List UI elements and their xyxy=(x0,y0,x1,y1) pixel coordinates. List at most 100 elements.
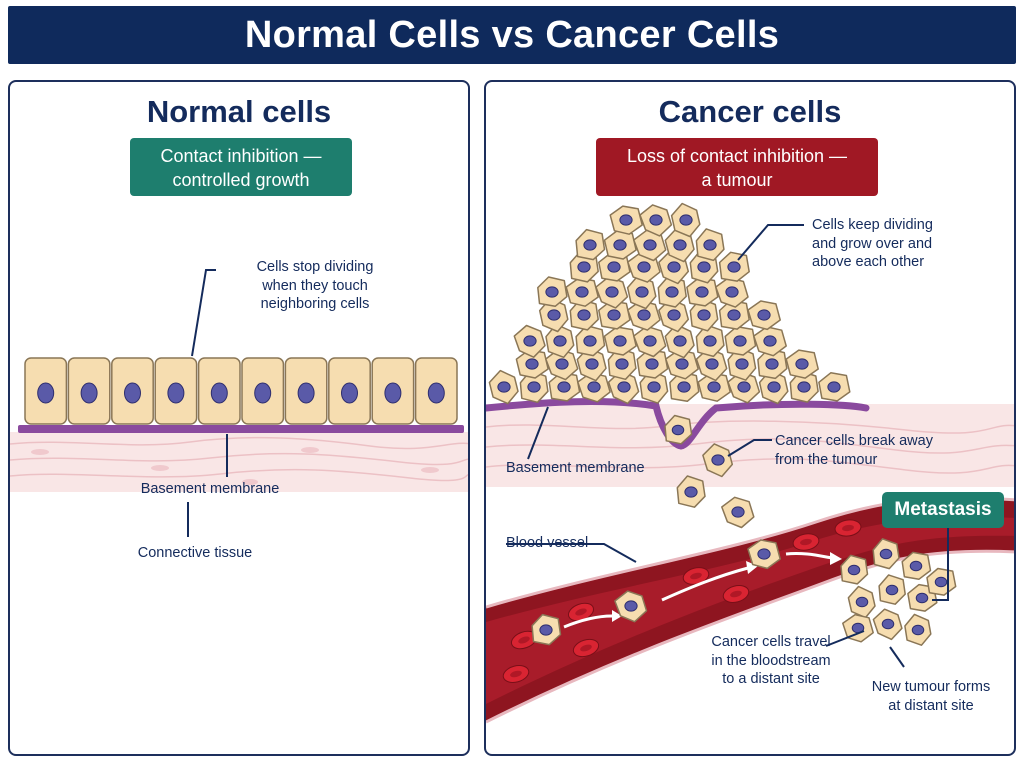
title-bar: Normal Cells vs Cancer Cells xyxy=(8,6,1016,64)
travelling-cancer-cell xyxy=(614,590,648,623)
tumour-cell xyxy=(818,372,851,402)
red-blood-cell xyxy=(834,519,862,537)
tumour-cell xyxy=(569,298,599,331)
normal-cell xyxy=(328,357,371,425)
tumour-cell xyxy=(633,325,667,358)
tumour-cell xyxy=(669,371,700,403)
tumour-cell xyxy=(664,414,693,445)
loss-of-contact-inhibition-badge: Loss of contact inhibition — a tumour xyxy=(596,138,878,196)
tumour-cell xyxy=(639,204,673,237)
normal-cell xyxy=(111,357,154,425)
label-blood-vessel: Blood vessel xyxy=(506,535,589,551)
tumour-cell xyxy=(603,230,637,260)
basement-membrane xyxy=(18,425,464,433)
tumour-cell xyxy=(757,348,788,380)
tumour-cell xyxy=(537,276,568,308)
label-new-tumour: New tumour forms at distant site xyxy=(856,678,1006,715)
badge-line: Contact inhibition — xyxy=(160,146,322,166)
tumour-cell xyxy=(686,277,719,307)
tumour-cell xyxy=(747,300,781,331)
tumour-cell xyxy=(627,299,661,331)
leader-lines xyxy=(506,224,949,668)
tumour-cell xyxy=(664,227,695,263)
label-line: Cells stop dividing xyxy=(256,259,374,275)
normal-cell xyxy=(241,357,285,425)
tumour-cell xyxy=(577,372,611,403)
tumour-cell xyxy=(715,276,749,308)
label-line: when they touch xyxy=(262,277,368,294)
cancer-cells-panel: Cancer cells Loss of contact inhibition … xyxy=(484,80,1016,756)
tumour-cell xyxy=(607,370,640,405)
connective-tissue-layer xyxy=(486,404,1014,487)
metastasis-cell-cluster xyxy=(840,538,957,646)
tumour-cell xyxy=(603,326,637,356)
tumour-cell xyxy=(695,347,728,382)
badge-line: Loss of contact inhibition — xyxy=(626,146,848,166)
travelling-cancer-cells xyxy=(531,443,781,646)
tumour-cell xyxy=(576,346,607,382)
basement-membrane xyxy=(486,398,870,450)
normal-cells-illustration xyxy=(10,269,468,537)
contact-inhibition-badge: Contact inhibition — controlled growth xyxy=(130,138,352,196)
tumour-cell xyxy=(595,276,629,309)
metastasis-cell xyxy=(901,551,932,580)
tumour-cell xyxy=(753,326,787,357)
normal-cell xyxy=(67,357,111,425)
tumour-cell xyxy=(695,228,725,262)
red-blood-cell xyxy=(572,638,600,658)
tumour-cell xyxy=(695,324,725,358)
label-line: Cancer cells travel xyxy=(711,634,831,650)
label-basement-membrane: Basement membrane xyxy=(506,460,645,476)
leader-lines xyxy=(187,269,228,537)
tumour-cell xyxy=(664,323,695,359)
normal-cells-heading: Normal cells xyxy=(146,94,332,129)
tumour-cell xyxy=(519,370,549,404)
label-connective-tissue: Connective tissue xyxy=(137,545,253,561)
label-line: above each other xyxy=(812,254,925,270)
tumour-cell xyxy=(575,324,606,357)
tumour-cell xyxy=(785,349,819,379)
tumour-cell xyxy=(639,369,669,404)
label-cells-break-away: Cancer cells break away from the tumour xyxy=(775,432,975,469)
tumour-cell xyxy=(513,324,546,358)
flow-arrowheads xyxy=(612,552,842,622)
badge-line: controlled growth xyxy=(172,170,310,190)
travelling-cancer-cell xyxy=(702,443,734,478)
tumour-cell xyxy=(575,228,606,261)
label-line: in the bloodstream xyxy=(711,652,831,669)
tumour-cell xyxy=(718,299,750,330)
label-line: New tumour forms xyxy=(871,679,991,695)
tumour-cell xyxy=(665,349,699,380)
label-line: and grow over and xyxy=(812,235,933,252)
red-blood-cell xyxy=(792,533,820,551)
label-line: at distant site xyxy=(888,697,974,714)
tumour-cell-mass xyxy=(488,202,851,445)
tumour-cell xyxy=(488,369,519,405)
tumour-cell xyxy=(609,205,643,235)
metastasis-cell xyxy=(872,538,900,570)
badge-line: a tumour xyxy=(701,170,773,190)
normal-cell xyxy=(414,357,458,425)
tumour-cell xyxy=(545,348,579,381)
tumour-cell xyxy=(545,323,575,359)
label-basement-membrane: Basement membrane xyxy=(140,481,280,497)
tumour-cell xyxy=(548,371,581,402)
tumour-cell xyxy=(689,297,719,332)
normal-cell xyxy=(197,357,241,425)
travelling-cancer-cell xyxy=(747,539,781,570)
cancer-cells-heading: Cancer cells xyxy=(658,94,842,129)
tissue-fibers xyxy=(486,420,1014,474)
tumour-cell xyxy=(724,325,757,356)
tumour-cell xyxy=(727,371,761,404)
tumour-cell xyxy=(607,347,637,381)
normal-cell xyxy=(371,357,415,425)
red-blood-cell xyxy=(502,665,530,683)
cancer-cells-illustration xyxy=(486,202,1014,724)
connective-tissue-layer xyxy=(10,432,468,492)
tumour-cell xyxy=(727,346,757,381)
metastasis-badge: Metastasis xyxy=(882,492,1004,528)
metastasis-cell xyxy=(842,613,874,643)
tumour-cell xyxy=(658,298,690,333)
tumour-cell xyxy=(657,275,687,308)
label-line: neighboring cells xyxy=(260,296,370,312)
